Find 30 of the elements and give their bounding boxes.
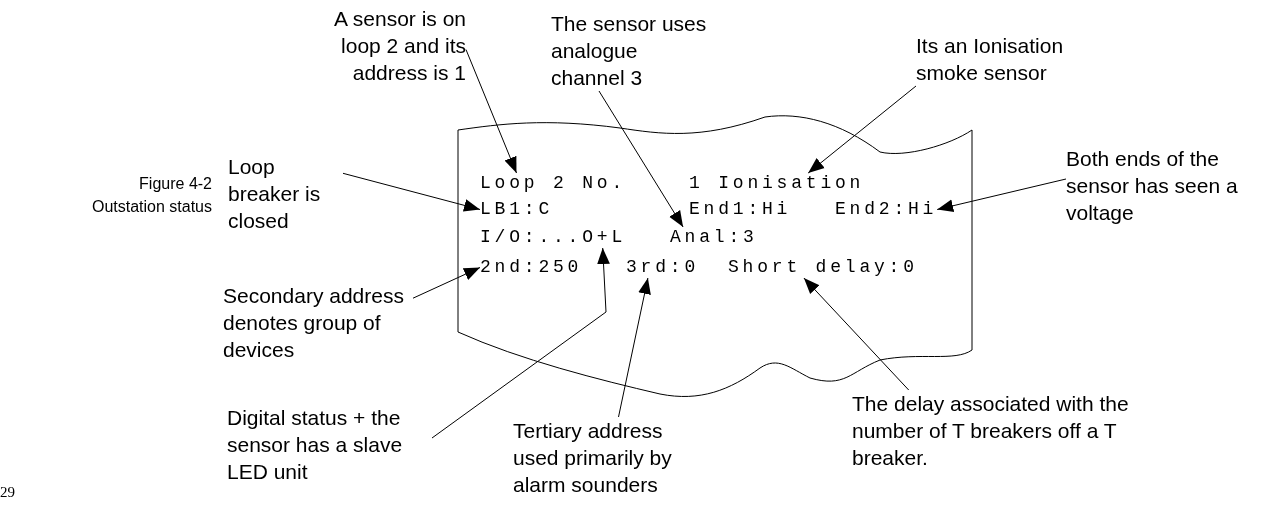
printout-text: End1:Hi (689, 199, 792, 220)
leader-arrow (807, 85, 917, 174)
printout-text: Loop 2 No. (480, 173, 627, 194)
printout-text: 1 Ionisation (689, 173, 865, 194)
printout-text: LB1:C (480, 199, 553, 220)
callout-text: The delay associated with the number of T breakers off a T breaker. (852, 390, 1167, 471)
leader-arrow (618, 277, 651, 418)
printout-text: End2:Hi (835, 199, 938, 220)
printout-text: Anal:3 (670, 227, 758, 248)
leader-arrow (936, 178, 1067, 213)
printout-text: 2nd:250 (480, 257, 583, 278)
callout-text: Both ends of the sensor has seen a voltage (1066, 145, 1271, 226)
printout-text: 3rd:0 (626, 257, 699, 278)
callout-text: A sensor is on loop 2 and its address is 1 (290, 5, 466, 86)
figure-caption: Figure 4-2 Outstation status (90, 174, 212, 217)
leader-arrow (431, 247, 610, 439)
callout-text: Digital status + the sensor has a slave LED unit (227, 404, 432, 485)
callout-text: Secondary address denotes group of devices (223, 282, 413, 363)
callout-text: Its an Ionisation smoke sensor (916, 32, 1126, 86)
leader-arrow (412, 267, 481, 299)
leader-arrow (465, 49, 517, 174)
leader-arrow (598, 90, 684, 228)
callout-text: The sensor uses analogue channel 3 (551, 10, 711, 91)
printout-text: Short delay:0 (728, 257, 918, 278)
leader-arrow (803, 277, 910, 391)
printout-text: I/O:...O+L (480, 227, 627, 248)
page-number: 29 (0, 484, 15, 501)
callout-text: Loop breaker is closed (228, 153, 343, 234)
leader-arrow (342, 172, 481, 212)
callout-text: Tertiary address used primarily by alarm sounders (513, 417, 698, 498)
